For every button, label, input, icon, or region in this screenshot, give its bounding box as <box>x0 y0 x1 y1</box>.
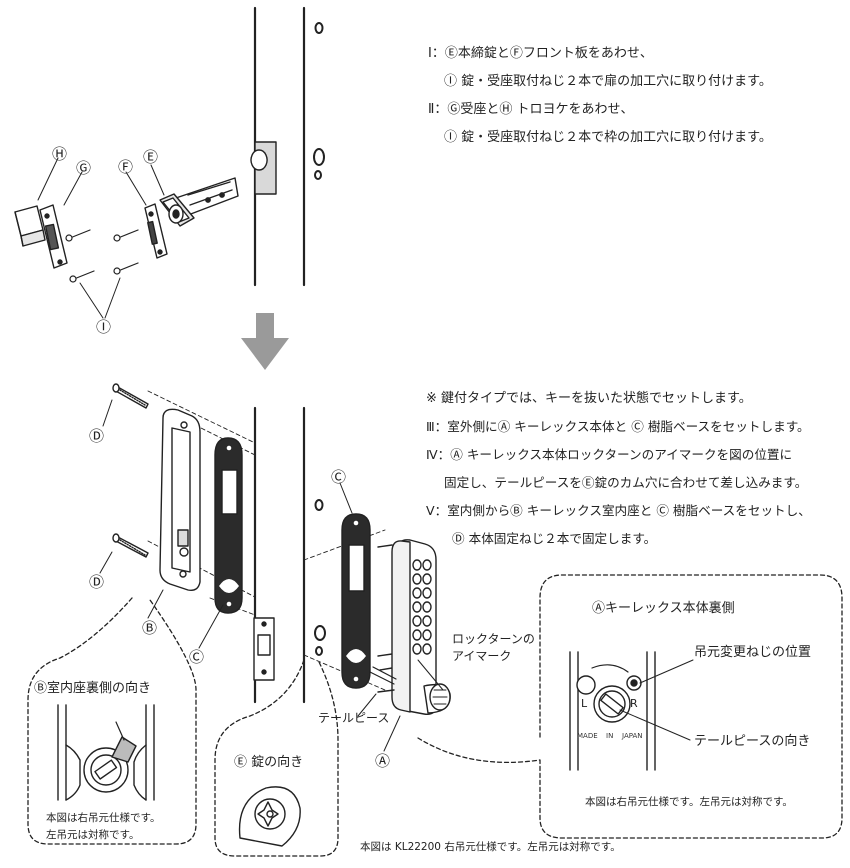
keypad-button <box>422 643 432 655</box>
step-5-line-1: Ⅴ：室内側からⒷ キーレックス室内座と Ⓒ 樹脂ベースをセットし、 <box>426 503 811 518</box>
keypad-button <box>422 587 432 599</box>
screws-d <box>112 383 149 558</box>
footer-note: 本図は KL22200 右吊元仕様です。左吊元は対称です。 <box>360 841 621 853</box>
keypad-button <box>412 573 422 585</box>
step-1-line-1: Ⅰ：Ⓔ本締錠とⒻフロント板をあわせ、 <box>428 46 653 61</box>
strike-box-h <box>14 205 46 247</box>
part-label-c-left: Ⓒ <box>189 648 205 666</box>
callout-b-frame <box>27 597 197 845</box>
part-label-d-bottom: Ⓓ <box>89 573 105 591</box>
callout-b-note-2: 左吊元は対称です。 <box>46 829 140 841</box>
part-label-h: Ⓗ <box>52 145 68 163</box>
japan-text: JAPAN <box>622 732 643 740</box>
keypad-buttons <box>412 559 432 655</box>
part-label-f: Ⓕ <box>118 158 134 176</box>
door-edge-bottom <box>253 406 326 704</box>
keypad-button <box>412 643 422 655</box>
callout-e-frame <box>214 659 339 857</box>
tailpiece-label: テールピース <box>318 711 390 725</box>
callout-b-title: Ⓑ室内座裏側の向き <box>34 681 152 696</box>
keypad-button <box>412 559 422 571</box>
part-label-g: Ⓖ <box>76 159 92 177</box>
step-2-line-1: Ⅱ：Ⓖ受座とⒽ トロヨケをあわせ、 <box>428 102 634 117</box>
step-5-line-2: Ⓓ 本体固定ねじ２本で固定します。 <box>452 531 657 546</box>
callout-e-detail <box>238 786 301 847</box>
step-4-line-1: Ⅳ：Ⓐ キーレックス本体ロックターンのアイマークを図の位置に <box>426 447 793 462</box>
keypad-button <box>412 629 422 641</box>
strike-plate-g <box>39 204 68 269</box>
front-plate-f <box>144 203 168 259</box>
interior-plate-b <box>159 408 201 592</box>
keypad-button <box>422 601 432 613</box>
step-4-line-2: 固定し、テールピースをⒺ錠のカム穴に合わせて差し込みます。 <box>444 475 808 490</box>
part-label-c-right: Ⓒ <box>331 468 347 486</box>
screws-i <box>65 229 139 283</box>
mark-l: L <box>581 697 588 710</box>
leader-lines-bottom <box>99 399 444 752</box>
keypad-button <box>412 587 422 599</box>
part-label-i: Ⓘ <box>96 318 112 336</box>
part-label-a: Ⓐ <box>375 752 391 770</box>
part-label-b: Ⓑ <box>142 619 158 637</box>
callout-a-detail <box>569 651 694 771</box>
step-2-line-2: Ⓘ 錠・受座取付ねじ２本で枠の加工穴に取り付けます。 <box>444 130 772 145</box>
screw-position-label: 吊元変更ねじの位置 <box>694 645 812 660</box>
key-type-note: ※ 鍵付タイプでは、キーを抜いた状態でセットします。 <box>426 391 752 406</box>
down-arrow <box>241 313 289 370</box>
resin-base-c-left <box>214 437 243 614</box>
callout-a-frame <box>417 574 843 839</box>
keypad-button <box>422 559 432 571</box>
resin-base-c-right <box>341 513 371 689</box>
keypad-button <box>422 615 432 627</box>
tailpiece-direction-label: テールピースの向き <box>694 734 811 749</box>
keypad-button <box>422 629 432 641</box>
latch-bolt-e <box>159 177 239 227</box>
made-text: MADE <box>577 732 598 740</box>
keypad-button <box>422 573 432 585</box>
tailpieces <box>369 666 397 693</box>
callout-a-title: Ⓐキーレックス本体裏側 <box>592 601 735 616</box>
lock-turn-knob <box>423 683 451 714</box>
callout-a-note: 本図は右吊元仕様です。左吊元は対称です。 <box>585 796 793 808</box>
callout-b-note-1: 本図は右吊元仕様です。 <box>46 812 161 824</box>
keypad-button <box>412 615 422 627</box>
step-3: Ⅲ：室外側にⒶ キーレックス本体と Ⓒ 樹脂ベースをセットします。 <box>426 419 810 434</box>
keypad-button <box>412 601 422 613</box>
lockturn-eye-mark-label-2: アイマーク <box>452 649 512 663</box>
part-label-d-top: Ⓓ <box>89 427 105 445</box>
part-label-e: Ⓔ <box>143 148 159 166</box>
step-1-line-2: Ⓘ 錠・受座取付ねじ２本で扉の加工穴に取り付けます。 <box>444 74 772 89</box>
leader-lines-top <box>37 157 165 319</box>
in-text: IN <box>606 732 614 740</box>
callout-b-detail <box>57 704 155 801</box>
callout-e-title: Ⓔ 錠の向き <box>234 755 304 770</box>
lockturn-eye-mark-label-1: ロックターンの <box>452 632 535 646</box>
mark-r: R <box>630 697 638 710</box>
door-edge-top <box>250 6 325 287</box>
